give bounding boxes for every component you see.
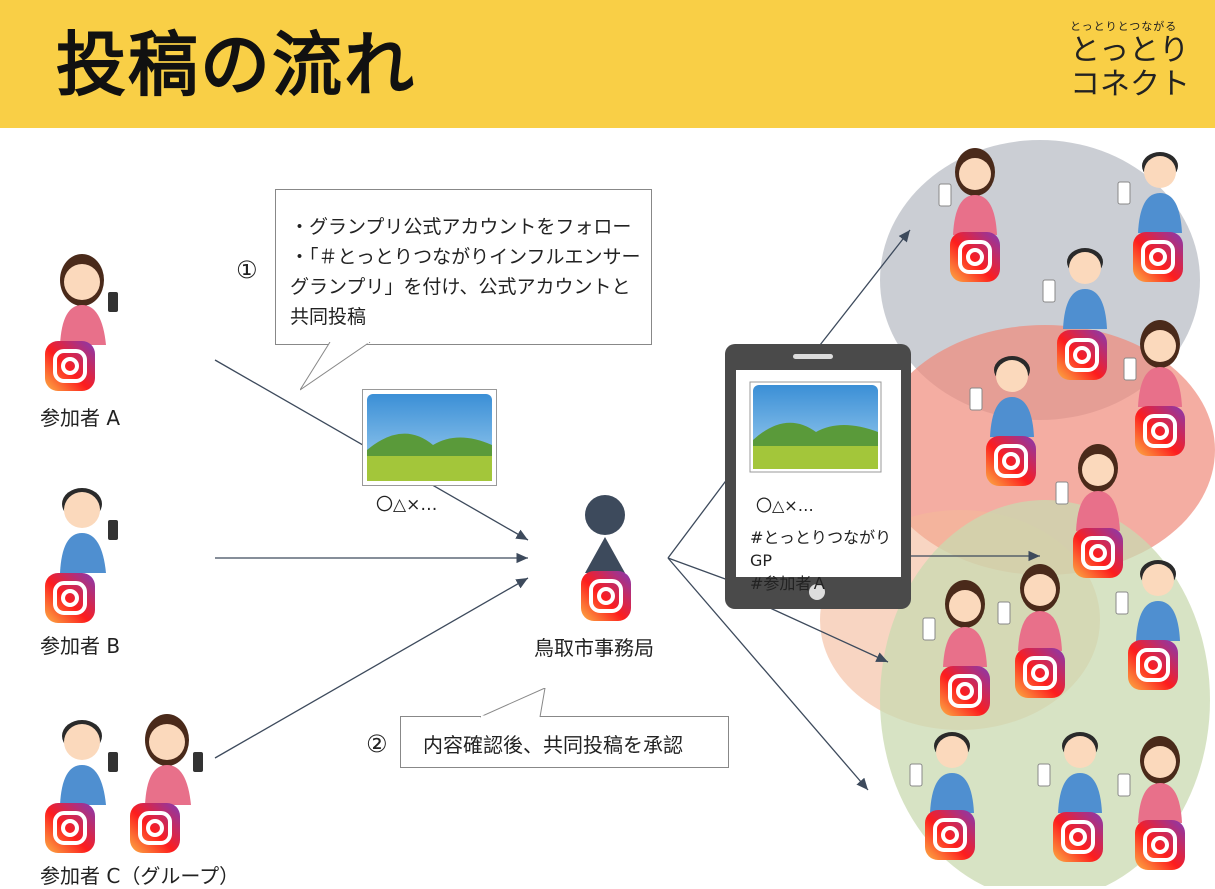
instagram-icon: [1053, 812, 1103, 862]
audience-person: [1115, 560, 1180, 641]
step-1-line-1: ・グランプリ公式アカウントをフォロー: [290, 216, 632, 238]
instagram-icon: [1135, 820, 1185, 870]
audience-person: [969, 356, 1034, 437]
instagram-icon: [45, 341, 95, 391]
audience-person: [1117, 152, 1182, 233]
instagram-icon: [1128, 640, 1178, 690]
line-office-to-phone-top: [667, 477, 729, 559]
logo-line-1: とっとり: [1070, 33, 1190, 68]
step-1-line-3: グランプリ」を付け、公式アカウントと: [290, 276, 631, 298]
step-1-number: ①: [236, 256, 258, 284]
participant-a-label: 参加者 A: [40, 406, 121, 430]
step-2-number: ②: [366, 730, 388, 758]
phone-home-button: [809, 584, 825, 600]
participant-b-label: 参加者 B: [40, 634, 121, 658]
audience-person: [1037, 732, 1102, 813]
audience-person: [1042, 248, 1107, 329]
audience-person: [909, 732, 974, 813]
callout-tail: [480, 688, 546, 718]
instagram-icon: [45, 803, 95, 853]
step-1-line-4: 共同投稿: [290, 306, 367, 328]
logo-tagline: とっとりとつながる: [1070, 20, 1178, 33]
office-label: 鳥取市事務局: [534, 636, 654, 660]
phone-speaker: [793, 354, 833, 359]
phone-hashtag-1: #とっとりつながりGP: [750, 528, 892, 570]
instagram-icon: [1073, 528, 1123, 578]
landscape-image: [367, 394, 492, 481]
phone-hashtags: #とっとりつながりGP #参加者Ａ: [750, 526, 901, 595]
participant-a-icon: [60, 254, 118, 345]
step-1-callout: ・グランプリ公式アカウントをフォロー ・「＃とっとりつながりインフルエンサー グ…: [275, 189, 652, 345]
instagram-icon: [1015, 648, 1065, 698]
instagram-icon: [130, 803, 180, 853]
instagram-icon: [581, 571, 631, 621]
step-2-callout: 内容確認後、共同投稿を承認: [400, 716, 729, 768]
instagram-icon: [940, 666, 990, 716]
audience-person: [1123, 320, 1182, 407]
arrow-to-group-3: [769, 607, 889, 663]
step-2-text: 内容確認後、共同投稿を承認: [423, 733, 683, 757]
post-caption: 〇△×…: [376, 495, 438, 515]
phone-hashtag-2: #参加者Ａ: [750, 574, 828, 593]
audience-person: [997, 564, 1062, 651]
audience-person: [1055, 444, 1120, 531]
page-title: 投稿の流れ: [56, 24, 416, 106]
participant-c-icon: [60, 714, 203, 805]
phone-screen: 〇△×… #とっとりつながりGP #参加者Ａ: [736, 370, 901, 593]
phone-post-image: [749, 381, 882, 473]
instagram-icon: [950, 232, 1000, 282]
arrow-to-group-1: [819, 229, 911, 346]
header-bar: 投稿の流れ とっとりとつながる とっとり コネクト: [0, 0, 1215, 128]
participant-b-icon: [60, 488, 118, 573]
audience-person: [922, 580, 987, 667]
instagram-icon: [1133, 232, 1183, 282]
audience-person: [938, 148, 997, 235]
office-person-icon: [585, 495, 625, 573]
audience-person: [1117, 736, 1182, 823]
instagram-icon: [986, 436, 1036, 486]
callout-tail: [300, 342, 371, 391]
participant-c-label: 参加者 C（グループ）: [40, 864, 240, 888]
arrow-c-to-office: [214, 577, 529, 759]
logo-line-2: コネクト: [1070, 67, 1190, 102]
instagram-icon: [45, 573, 95, 623]
instagram-icon: [925, 810, 975, 860]
instagram-icon: [1057, 330, 1107, 380]
step-1-line-2: ・「＃とっとりつながりインフルエンサー: [290, 246, 641, 268]
logo: とっとりとつながる とっとり コネクト: [1070, 18, 1200, 102]
post-photo: [362, 389, 497, 486]
phone-caption: 〇△×…: [756, 496, 814, 515]
line-office-to-phone-bottom: [667, 557, 729, 581]
instagram-icon: [1135, 406, 1185, 456]
arrow-to-group-4: [667, 557, 869, 791]
